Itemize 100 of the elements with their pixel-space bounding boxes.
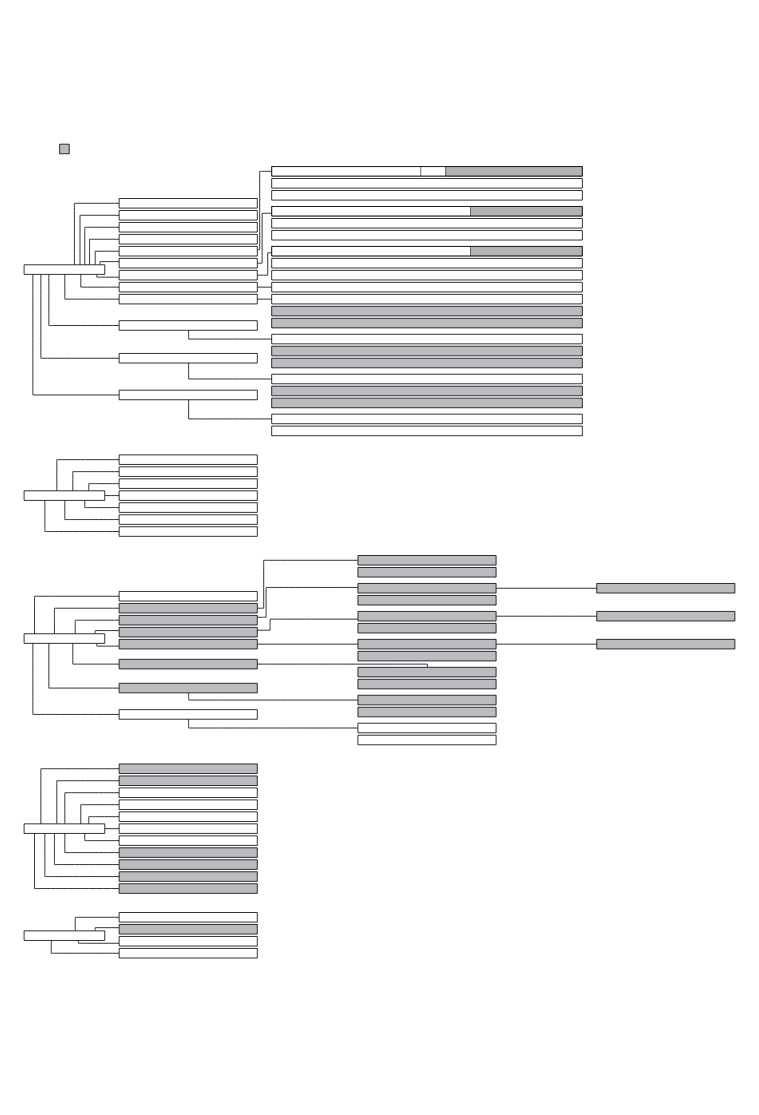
node-box [271,385,583,397]
node-box [271,218,583,229]
node-box [118,811,258,822]
connector [257,559,359,609]
node-box [118,281,258,293]
node-box [118,466,258,477]
connector [257,643,359,645]
connector [32,643,120,715]
node-box [118,936,258,947]
node-box [118,859,258,870]
connector [94,250,120,265]
node-box [357,595,497,606]
connector [496,615,598,617]
node-box [118,478,258,489]
node-box [271,357,583,369]
connector [96,274,120,278]
node-box [118,320,258,331]
connector [84,833,120,841]
node-box [118,234,258,245]
connector [188,399,273,420]
connector [96,643,120,647]
connector [40,768,120,825]
node-box [357,734,497,746]
node-box [271,190,583,201]
connector [94,630,120,634]
connector [257,618,359,631]
node-box [118,948,258,959]
node-box [118,246,258,257]
connector [74,202,120,265]
node-box [596,638,736,650]
node-box [118,389,258,401]
node-box [118,198,258,209]
connector [496,587,598,589]
connector [257,212,273,264]
node-box [118,835,258,846]
node-box [271,345,583,357]
connector [257,587,359,618]
node-box [118,763,258,774]
node-box [118,270,258,281]
connector [34,595,120,635]
connector [257,663,428,668]
connector [32,274,120,396]
connector [188,362,273,380]
node-box [118,627,258,638]
node-box [59,143,70,155]
connector [40,274,120,359]
connector [64,500,120,520]
node-box [118,787,258,798]
node-box [118,847,258,858]
node-box [357,722,497,734]
node-box [118,883,258,894]
connector [99,261,120,265]
node-box [118,924,258,935]
connector [94,927,120,931]
node-box [23,823,106,834]
node-box [118,775,258,786]
node-box [118,353,258,364]
node-box [357,706,497,718]
node-box [271,178,583,189]
node-box [118,658,258,670]
node-box [271,230,583,241]
node-box [118,490,258,501]
node-box [271,305,583,317]
connector [257,298,272,300]
node-box [357,567,497,578]
connector [80,274,120,288]
node-box [118,912,258,923]
node-box [118,871,258,882]
node-box [357,555,497,566]
node-box [271,293,583,305]
node-box [118,682,258,694]
connector [89,238,120,265]
node-box [23,633,106,644]
node-box [357,678,497,690]
node-box [357,638,497,650]
connector [56,459,120,491]
node-box [271,317,583,329]
node-box [118,258,258,269]
node-box [118,823,258,834]
connector [88,483,120,492]
node-box [271,413,583,425]
node-box [118,709,258,720]
connector [188,718,359,729]
connector [496,643,598,645]
node-box [271,397,583,409]
node-box [118,603,258,614]
node-box [596,583,736,594]
node-box [596,611,736,622]
node-box [118,615,258,626]
node-box [23,264,106,275]
node-box [357,611,497,622]
node-box [23,490,106,501]
node-box [118,799,258,810]
connector [78,940,120,944]
connector [48,643,120,689]
connector [74,619,120,634]
connector [80,804,120,825]
connector [79,214,120,265]
connector [104,495,120,496]
connector [64,833,120,853]
